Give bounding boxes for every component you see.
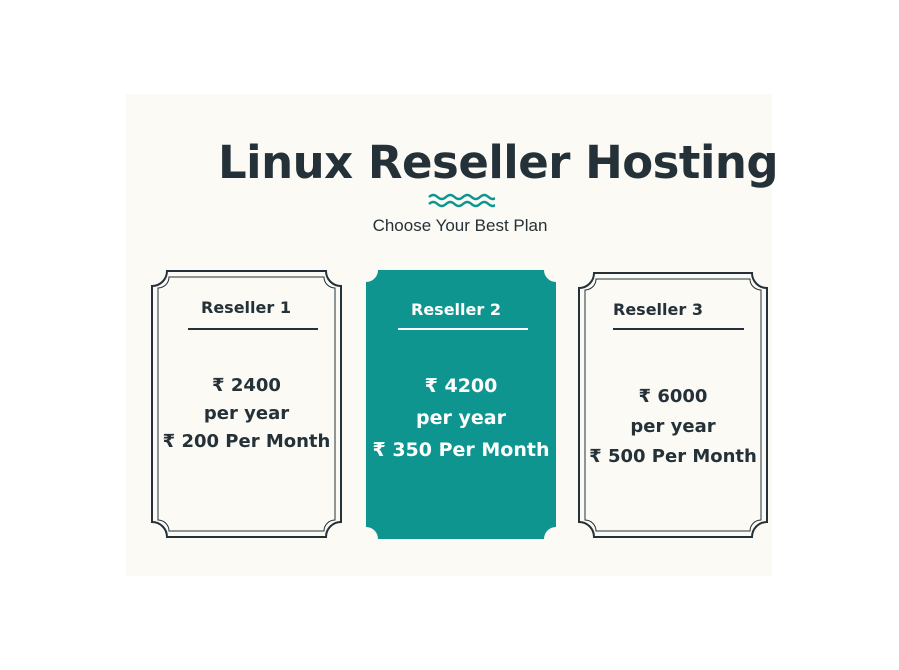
plan-period: per year	[416, 407, 506, 429]
plan-card-reseller-2[interactable]: Reseller 2 ₹ 4200 per year ₹ 350 Per Mon…	[366, 270, 556, 539]
plan-monthly-price: ₹ 500 Per Month	[589, 446, 757, 467]
plan-card-reseller-1[interactable]: Reseller 1 ₹ 2400 per year ₹ 200 Per Mon…	[151, 270, 342, 538]
plan-name-underline	[613, 328, 744, 330]
page-title: Linux Reseller Hosting	[218, 136, 779, 189]
plan-price: ₹ 4200	[424, 375, 498, 397]
plan-name: Reseller 1	[201, 298, 291, 317]
plan-monthly-price: ₹ 350 Per Month	[372, 439, 550, 461]
plan-period: per year	[203, 403, 290, 424]
plan-card-reseller-3[interactable]: Reseller 3 ₹ 6000 per year ₹ 500 Per Mon…	[578, 272, 768, 538]
wave-divider-icon	[428, 193, 495, 208]
plan-pricing: ₹ 2400 per year ₹ 200 Per Month	[151, 372, 342, 456]
plan-period: per year	[630, 416, 716, 437]
card-frame-icon	[366, 270, 556, 539]
card-frame-icon	[151, 270, 342, 538]
plan-name-underline	[188, 328, 318, 330]
plan-pricing: ₹ 6000 per year ₹ 500 Per Month	[578, 382, 768, 472]
plan-name: Reseller 2	[411, 300, 501, 319]
plan-monthly-price: ₹ 200 Per Month	[162, 431, 331, 452]
plan-name-underline	[398, 328, 528, 330]
plan-pricing: ₹ 4200 per year ₹ 350 Per Month	[366, 370, 556, 466]
plan-price: ₹ 2400	[212, 375, 281, 396]
card-frame-icon	[578, 272, 768, 538]
plan-price: ₹ 6000	[638, 386, 708, 407]
plan-name: Reseller 3	[613, 300, 703, 319]
subtitle: Choose Your Best Plan	[372, 216, 548, 235]
